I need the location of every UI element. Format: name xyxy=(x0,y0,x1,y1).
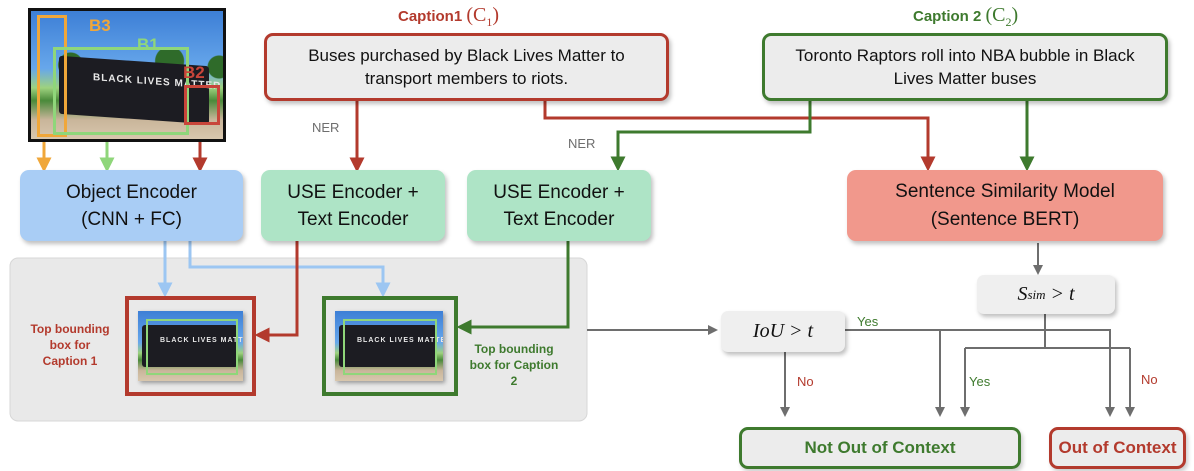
bbox-caption1-image: BLACK LIVES MATTER xyxy=(138,311,243,381)
bbox-caption2-image: BLACK LIVES MATTER xyxy=(335,311,443,381)
bbox-caption2-frame: BLACK LIVES MATTER xyxy=(322,296,458,396)
use-encoder-2-line2: Text Encoder xyxy=(503,208,615,230)
yes-label-ssim: Yes xyxy=(969,374,991,389)
caption1-box: Buses purchased by Black Lives Matter to… xyxy=(264,33,669,101)
bbox-caption1-bus: BLACK LIVES MATTER xyxy=(142,325,243,367)
caption2-title: Caption 2 (C2) xyxy=(913,4,1018,30)
label-b1: B1 xyxy=(137,35,159,54)
arrow-use1-to-bbox1 xyxy=(254,241,299,343)
out-of-context-outcome: Out of Context xyxy=(1049,427,1186,469)
ner-label-2: NER xyxy=(568,136,596,151)
bbox-caption1-bus-text: BLACK LIVES MATTER xyxy=(160,337,243,344)
arrow-caption2-to-use2 xyxy=(610,101,812,172)
caption1-title-text: Caption1 xyxy=(398,8,463,25)
caption2-symbol: (C2) xyxy=(985,4,1019,29)
iou-yes-line xyxy=(845,329,945,417)
caption2-text: Toronto Raptors roll into NBA bubble in … xyxy=(795,46,1135,88)
box-b3 xyxy=(37,15,67,137)
input-image: BLACK LIVES MATTER B3 B1 B2 xyxy=(28,8,226,142)
bbox-caption1-b1-box xyxy=(146,319,238,375)
no-label-iou: No xyxy=(797,374,814,389)
out-of-context-text: Out of Context xyxy=(1058,438,1177,457)
arrow-object-encoder-to-bbox2 xyxy=(188,241,391,298)
use-encoder-1-line2: Text Encoder xyxy=(297,208,409,230)
bbox-caption2-label: Top bounding box for Caption 2 xyxy=(469,342,559,388)
object-encoder: Object Encoder (CNN + FC) xyxy=(20,170,243,241)
no-label-ssim: No xyxy=(1141,372,1158,387)
arrow-caption1-to-similarity xyxy=(543,101,936,172)
use-encoder-2-line1: USE Encoder + xyxy=(493,181,625,203)
arrow-use2-to-bbox2 xyxy=(456,241,570,335)
yes-label-iou: Yes xyxy=(857,314,879,329)
bbox-caption2-bus: BLACK LIVES MATTER xyxy=(339,325,443,367)
caption2-box: Toronto Raptors roll into NBA bubble in … xyxy=(762,33,1168,101)
object-encoder-line1: Object Encoder xyxy=(66,181,197,203)
bbox-caption2-bus-text: BLACK LIVES MATTER xyxy=(357,337,443,344)
use-encoder-1-line1: USE Encoder + xyxy=(287,181,419,203)
box-b2 xyxy=(184,85,220,125)
caption2-subscript: 2 xyxy=(1005,15,1012,29)
iou-condition: IoU > t xyxy=(721,311,845,352)
iou-main: IoU xyxy=(752,320,785,342)
label-b3: B3 xyxy=(89,16,111,35)
ssim-sub: sim xyxy=(1027,286,1046,302)
caption1-text: Buses purchased by Black Lives Matter to… xyxy=(308,46,625,88)
caption1-title: Caption1 (C1) xyxy=(398,4,499,30)
box-b1 xyxy=(53,47,189,135)
caption2-title-text: Caption 2 xyxy=(913,8,982,25)
bbox-caption2-b1-box xyxy=(343,319,437,375)
use-encoder-2: USE Encoder + Text Encoder xyxy=(467,170,651,241)
label-b2: B2 xyxy=(183,63,205,82)
caption1-subscript: 1 xyxy=(486,15,493,29)
sentence-similarity-model: Sentence Similarity Model (Sentence BERT… xyxy=(847,170,1163,241)
bbox-caption1-frame: BLACK LIVES MATTER xyxy=(125,296,256,396)
similarity-line2: (Sentence BERT) xyxy=(930,208,1080,230)
ssim-rel: > t xyxy=(1050,283,1075,305)
caption1-symbol: (C1) xyxy=(466,4,500,29)
use-encoder-1: USE Encoder + Text Encoder xyxy=(261,170,445,241)
iou-yes-to-ooc-line xyxy=(940,329,1115,417)
similarity-line1: Sentence Similarity Model xyxy=(895,180,1115,202)
iou-rel: > t xyxy=(789,320,814,342)
not-out-of-context-outcome: Not Out of Context xyxy=(739,427,1021,469)
not-out-of-context-text: Not Out of Context xyxy=(804,438,956,457)
object-encoder-line2: (CNN + FC) xyxy=(81,208,182,230)
ssim-main: S xyxy=(1017,283,1028,305)
bbox-caption1-label: Top bounding box for Caption 1 xyxy=(30,322,110,368)
ner-label-1: NER xyxy=(312,120,340,135)
